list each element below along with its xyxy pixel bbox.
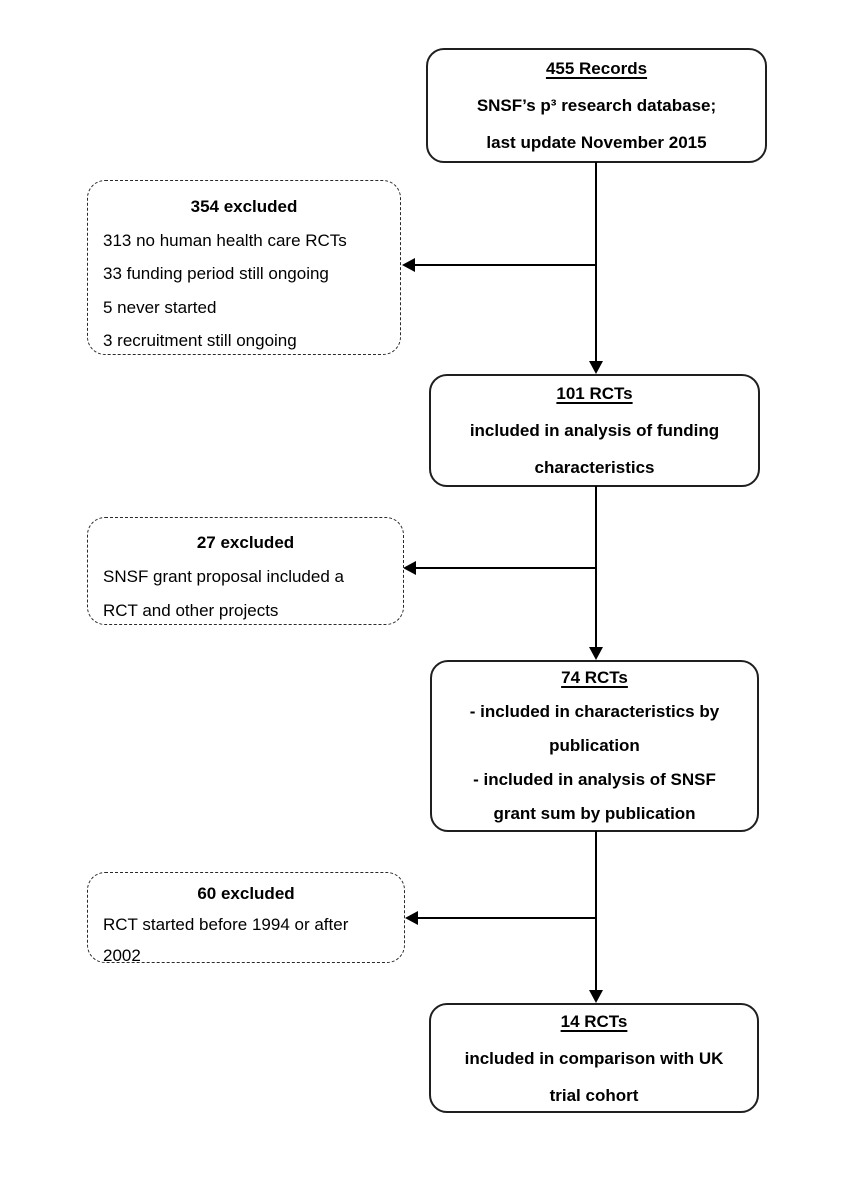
box-line: - included in analysis of SNSF <box>473 770 716 789</box>
box-line: SNSF’s p³ research database; <box>476 96 717 115</box>
excluded-item: 5 never started <box>103 297 217 317</box>
connector-vertical-1 <box>595 162 597 362</box>
excluded-box-27: 27 excluded SNSF grant proposal included… <box>87 517 404 625</box>
box-line: characteristics <box>534 458 655 477</box>
box-line: included in comparison with UK <box>464 1048 724 1068</box>
flow-box-14-rcts: 14 RCTs included in comparison with UK t… <box>429 1003 759 1113</box>
excluded-box-354: 354 excluded 313 no human health care RC… <box>87 180 401 355</box>
connector-horizontal-2 <box>415 567 597 569</box>
box-line: last update November 2015 <box>486 133 707 152</box>
box-heading-455-records: 455 Records <box>545 59 648 78</box>
box-line: - included in characteristics by <box>469 702 720 721</box>
box-heading-101-rcts: 101 RCTs <box>556 384 633 403</box>
box-line: publication <box>549 736 640 755</box>
connector-horizontal-1 <box>414 264 597 266</box>
excluded-heading-354: 354 excluded <box>190 197 298 216</box>
connector-vertical-3 <box>595 831 597 991</box>
box-line: included in analysis of funding <box>469 421 720 440</box>
box-heading-14-rcts: 14 RCTs <box>560 1011 628 1031</box>
arrowhead-down-3-icon <box>589 990 603 1003</box>
excluded-item: 3 recruitment still ongoing <box>103 331 297 350</box>
excluded-box-60: 60 excluded RCT started before 1994 or a… <box>87 872 405 965</box>
arrowhead-down-1-icon <box>589 361 603 374</box>
flow-box-74-rcts: 74 RCTs - included in characteristics by… <box>430 660 759 832</box>
flow-box-101-rcts: 101 RCTs included in analysis of funding… <box>429 374 760 487</box>
arrowhead-left-3-icon <box>405 911 418 925</box>
excluded-item: RCT and other projects <box>103 601 279 620</box>
excluded-item: 2002 <box>103 946 141 965</box>
arrowhead-down-2-icon <box>589 647 603 660</box>
excluded-heading-27: 27 excluded <box>196 533 295 552</box>
excluded-heading-60: 60 excluded <box>197 884 295 903</box>
box-heading-74-rcts: 74 RCTs <box>561 668 628 687</box>
box-line: grant sum by publication <box>493 804 696 823</box>
flow-box-455-records: 455 Records SNSF’s p³ research database;… <box>426 48 767 163</box>
arrowhead-left-1-icon <box>402 258 415 272</box>
box-line: trial cohort <box>549 1085 639 1105</box>
excluded-item: RCT started before 1994 or after <box>103 915 349 934</box>
excluded-item: SNSF grant proposal included a <box>103 567 344 586</box>
connector-horizontal-3 <box>417 917 597 919</box>
excluded-item: 33 funding period still ongoing <box>103 264 329 283</box>
excluded-item: 313 no human health care RCTs <box>103 230 347 250</box>
arrowhead-left-2-icon <box>403 561 416 575</box>
